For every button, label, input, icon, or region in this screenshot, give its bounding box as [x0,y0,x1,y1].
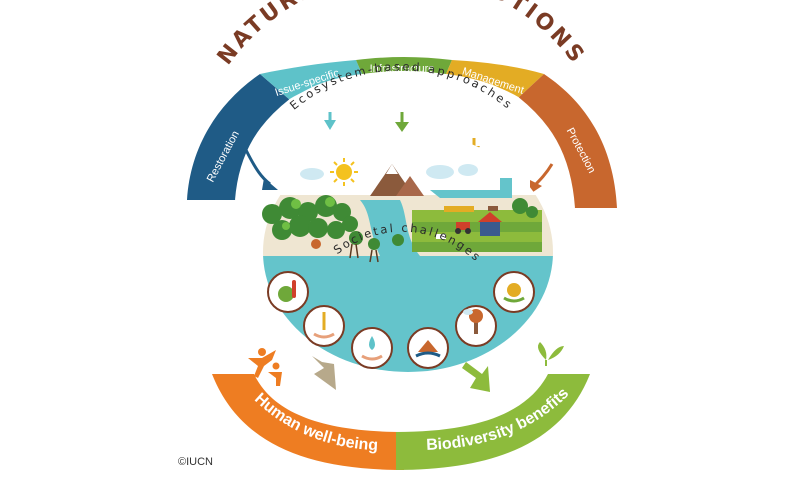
climate-change-icon [267,271,309,313]
human-wellbeing-band [212,374,404,470]
animal-icon [311,239,321,249]
segment-infrastructure [356,57,452,74]
forest-icon [262,195,358,240]
outcome-arrows [312,356,490,392]
segment-protection [518,74,617,208]
farm-icon [436,198,538,239]
outcome-bands [212,374,590,470]
cloud-icon [300,164,478,180]
segment-arrows [244,112,554,194]
copyright-label: ©IUCN [178,456,213,468]
solution-segments [187,57,617,209]
leaf-icon [538,342,564,366]
mangrove-icon [349,231,404,263]
segment-label-infrastructure: Infrastructure [370,63,435,75]
segment-restoration [187,74,290,200]
people-icon [248,348,282,386]
disaster-risk-icon [407,327,449,369]
biodiversity-band [396,374,590,470]
mountain-icon [370,164,424,196]
water-security-icon [351,327,393,369]
economic-development-icon [493,271,535,313]
food-security-icon [303,305,345,347]
sun-icon [330,158,358,186]
segment-issue-specific [260,60,362,100]
environmental-degradation-icon [455,305,497,347]
segment-management [446,60,544,98]
challenge-icons [267,271,535,369]
